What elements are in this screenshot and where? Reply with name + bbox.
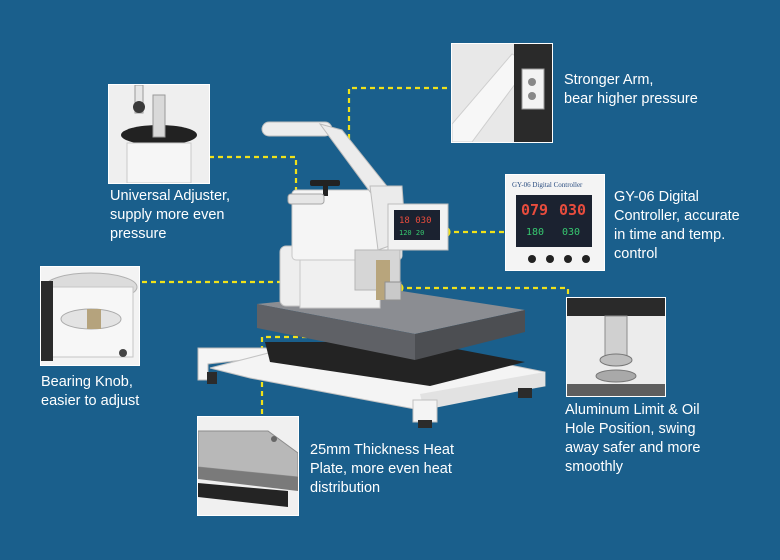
heat-plate-photo: [197, 416, 299, 516]
digital-controller-photo: GY-06 Digital Controller 079 030 180 030: [505, 174, 605, 271]
caption-line: smoothly: [565, 459, 624, 475]
caption-line: Hole Position, swing: [565, 421, 696, 437]
stronger-arm-caption: Stronger Arm, bear higher pressure: [564, 71, 764, 109]
display-set-time: 030: [562, 227, 581, 238]
limit-cylinder: [384, 281, 402, 301]
display-temp-value: 030: [559, 201, 587, 219]
top-adjuster-knob: [287, 180, 340, 205]
aluminum-limit-photo: [566, 297, 666, 397]
caption-line: bear higher pressure: [564, 91, 698, 107]
caption-line: Universal Adjuster,: [110, 188, 231, 204]
display-set-temp: 180: [526, 227, 545, 238]
caption-line: Controller, accurate: [614, 208, 740, 224]
caption-line: Stronger Arm,: [564, 72, 654, 88]
caption-line: easier to adjust: [41, 393, 140, 409]
lower-platen: [265, 342, 525, 386]
digital-controller-caption: GY-06 Digital Controller, accurate in ti…: [614, 188, 774, 264]
controller-brand-label: GY-06 Digital Controller: [512, 181, 583, 189]
press-arm: [261, 121, 407, 251]
bearing-knob-photo: [40, 266, 140, 366]
stronger-arm-photo: [451, 43, 553, 143]
caption-line: GY-06 Digital: [614, 189, 699, 205]
controller-screen: 079 030 180 030: [516, 195, 592, 247]
caption-line: Plate, more even heat: [310, 461, 452, 477]
caption-line: Bearing Knob,: [41, 374, 133, 390]
machine-controller-box: 18 030 120 20: [387, 203, 449, 251]
caption-line: supply more even: [110, 207, 225, 223]
universal-adjuster-photo: [108, 84, 210, 184]
caption-line: 25mm Thickness Heat: [310, 442, 454, 458]
leader-line-stronger-arm: [347, 86, 450, 148]
heat-plate-caption: 25mm Thickness Heat Plate, more even hea…: [310, 441, 510, 498]
caption-line: Aluminum Limit & Oil: [565, 402, 700, 418]
universal-adjuster-caption: Universal Adjuster, supply more even pre…: [110, 187, 290, 244]
svg-text:120 20: 120 20: [399, 229, 424, 237]
caption-line: pressure: [110, 226, 167, 242]
leader-line-aluminum-limit: [398, 286, 570, 296]
display-time-value: 079: [521, 201, 549, 219]
svg-text:18 030: 18 030: [399, 216, 432, 226]
caption-line: away safer and more: [565, 440, 701, 456]
heat-press-machine-illustration: 18 030 120 20: [197, 121, 546, 428]
aluminum-limit-caption: Aluminum Limit & Oil Hole Position, swin…: [565, 401, 765, 477]
bearing-knob-caption: Bearing Knob, easier to adjust: [41, 373, 191, 411]
caption-line: in time and temp.: [614, 227, 726, 243]
caption-line: control: [614, 246, 658, 262]
controller-buttons: [528, 255, 590, 263]
leader-line-universal-adjuster: [210, 155, 298, 201]
caption-line: distribution: [310, 480, 381, 496]
